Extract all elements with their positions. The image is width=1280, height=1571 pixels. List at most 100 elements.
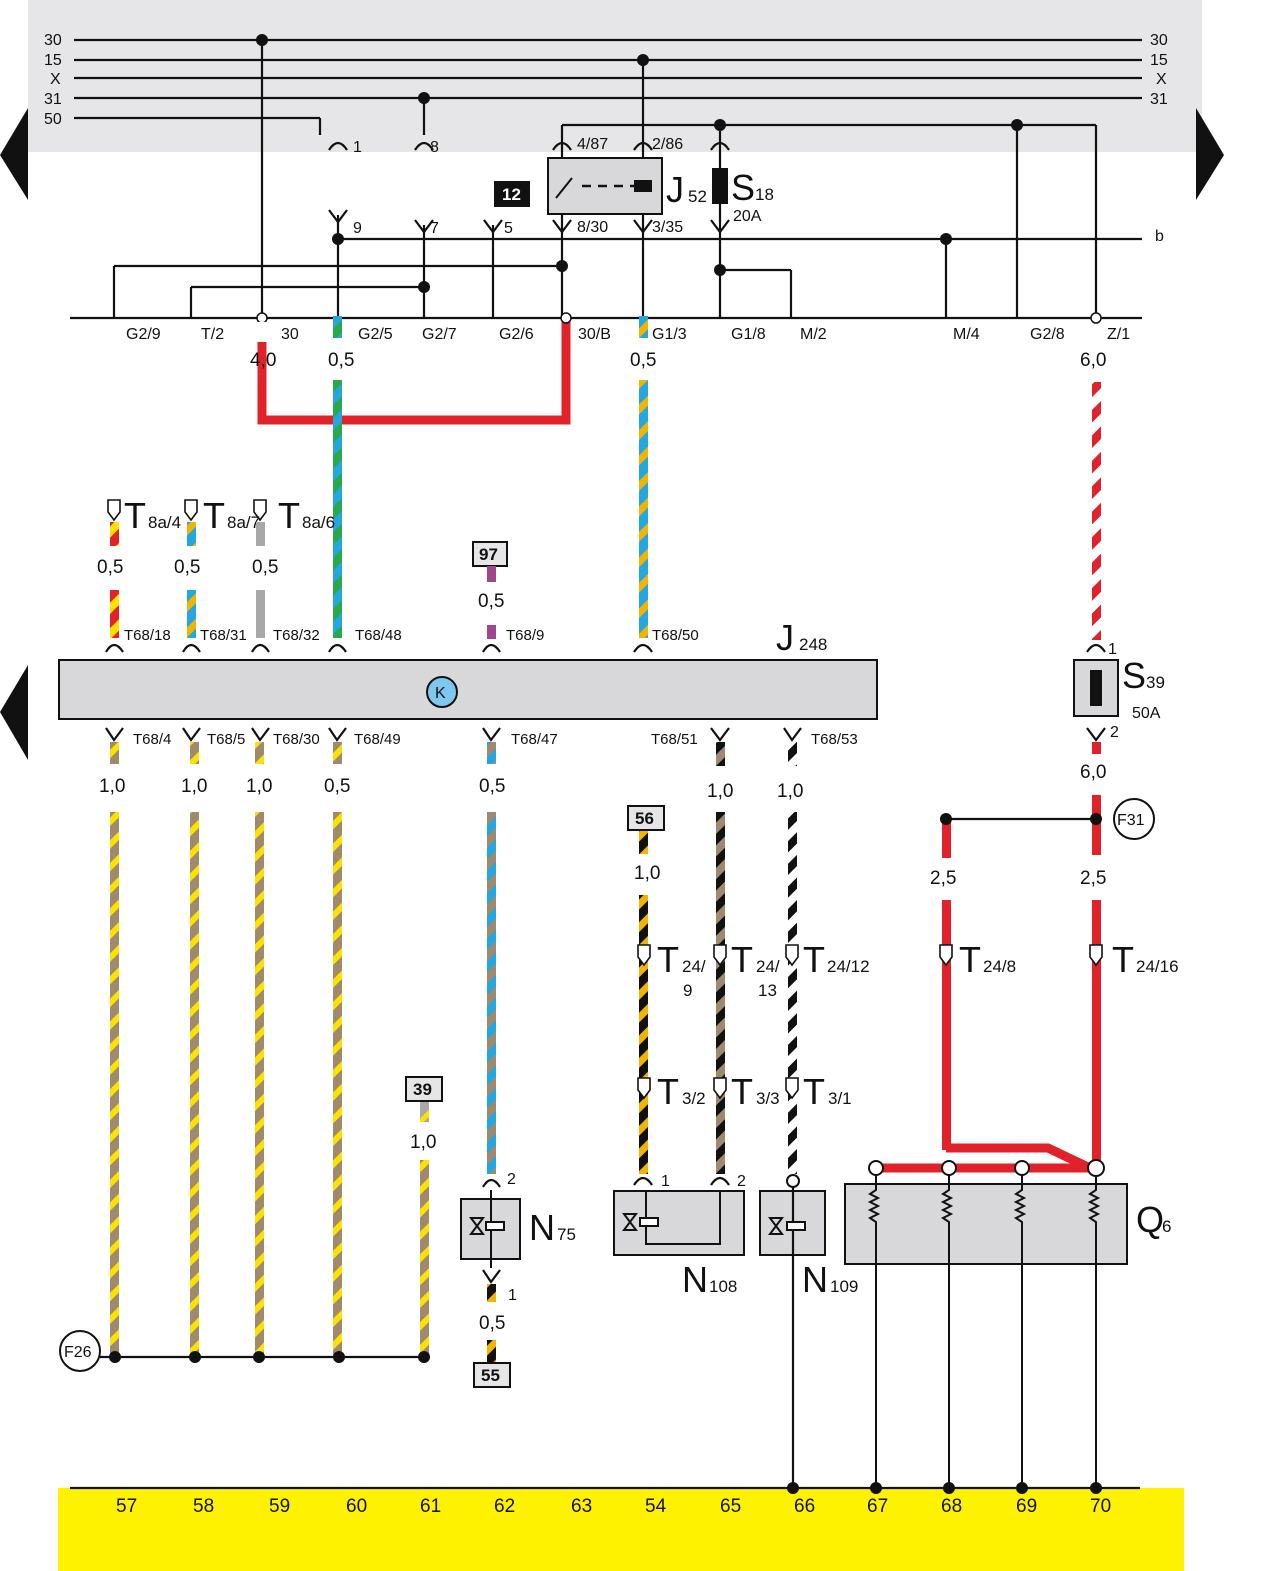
- pin-t68-9: T68/9: [506, 627, 544, 644]
- terminal-m-4: M/4: [953, 326, 980, 343]
- pin-t68-32: T68/32: [273, 627, 320, 644]
- t24-9-sub2: 9: [683, 981, 692, 1000]
- t3-1-sub: 3/1: [828, 1089, 852, 1108]
- pin-label-8: 8: [430, 139, 439, 156]
- ref-box-56[interactable]: [627, 805, 665, 831]
- t8a4-sub: 8a/4: [148, 513, 181, 532]
- bus-labels-right: 30 15 X 31: [1150, 32, 1168, 108]
- n75-name: N: [529, 1207, 555, 1248]
- relay-j52-sub: 52: [688, 187, 707, 206]
- pin-t68-51: T68/51: [651, 731, 698, 748]
- pin-label-7: 7: [430, 220, 439, 237]
- f26-junctions: [109, 1351, 430, 1363]
- nav-left-arrow-middle[interactable]: [0, 665, 28, 760]
- t3-2-sub: 3/2: [682, 1089, 706, 1108]
- valve-n109[interactable]: [759, 1187, 826, 1488]
- fuse-s18[interactable]: [712, 168, 728, 204]
- terminal-g2-8: G2/8: [1030, 326, 1065, 343]
- ecu-k-circle: [426, 676, 458, 708]
- connector-t8a-7: [184, 499, 198, 522]
- terminal-g2-6: G2/6: [499, 326, 534, 343]
- s39-pin-1: 1: [1108, 641, 1117, 658]
- ecu-bottom-plugs: [105, 727, 802, 742]
- ground-57: 57: [116, 1496, 137, 1517]
- bus-label-15: 15: [44, 52, 62, 69]
- pin-t68-18: T68/18: [124, 627, 171, 644]
- size-t68-49: 0,5: [324, 776, 350, 797]
- junction-dots-upper: [256, 34, 1023, 293]
- connector-t8a-4: [107, 499, 121, 522]
- terminal-30-b: 30/B: [578, 326, 611, 343]
- ground-66: 66: [794, 1496, 815, 1517]
- bus-label-50: 50: [44, 111, 62, 128]
- t3-3-name: T: [731, 1071, 753, 1112]
- terminal-g2-5: G2/5: [358, 326, 393, 343]
- ground-strip: [58, 1488, 1184, 1571]
- relay-j52[interactable]: [547, 157, 663, 215]
- ground-54: 54: [645, 1496, 667, 1517]
- terminal-m-2: M/2: [800, 326, 827, 343]
- bus-label-right-x: X: [1156, 71, 1167, 88]
- n108-pin-1: 1: [661, 1173, 670, 1190]
- s39-sub: 39: [1146, 673, 1165, 692]
- pin-t68-47: T68/47: [511, 731, 558, 748]
- ground-70: 70: [1090, 1496, 1111, 1517]
- n109-name: N: [802, 1259, 828, 1300]
- ground-59: 59: [269, 1496, 290, 1517]
- ref-box-39[interactable]: [405, 1076, 443, 1102]
- terminal-g2-7: G2/7: [422, 326, 457, 343]
- fuse-s18-rating: 20A: [733, 208, 762, 225]
- t8a6-size: 0,5: [252, 557, 278, 578]
- s39-pin-2: 2: [1110, 724, 1119, 741]
- terminal-g1-8: G1/8: [731, 326, 766, 343]
- ground-63: 63: [571, 1496, 592, 1517]
- t8a6-name: T: [278, 495, 300, 536]
- n108-name: N: [682, 1259, 708, 1300]
- red-size-2: 2,5: [1080, 868, 1106, 889]
- t8a4-name: T: [124, 495, 146, 536]
- terminal-z-1: Z/1: [1107, 326, 1130, 343]
- bus-label-31: 31: [44, 91, 62, 108]
- t3-3-sub: 3/3: [756, 1089, 780, 1108]
- ecu-bottom-pin-labels: T68/4 T68/5 T68/30 T68/49 T68/47 T68/51 …: [133, 731, 858, 748]
- t24-13-name: T: [731, 939, 753, 980]
- valve-n75[interactable]: [460, 1190, 521, 1268]
- pin-t68-50: T68/50: [652, 627, 699, 644]
- bus-label-x: X: [50, 71, 61, 88]
- glow-plugs-q6[interactable]: [844, 1159, 1128, 1488]
- t24-connectors: [637, 944, 1103, 967]
- ground-62: 62: [494, 1496, 515, 1517]
- n75-pin-1: 1: [508, 1287, 517, 1304]
- bus-labels-left: 30 15 X 31 50: [44, 32, 62, 128]
- ref-55-size: 0,5: [479, 1313, 505, 1334]
- nav-right-arrow-top[interactable]: [1196, 108, 1224, 200]
- t24-9-name: T: [657, 939, 679, 980]
- relay-pin-3-35: 3/35: [652, 219, 683, 236]
- wire-red-30: [257, 318, 571, 425]
- terminal-30: 30: [281, 326, 299, 343]
- ecu-top-plugs: [105, 643, 1106, 653]
- n108-pin-2: 2: [737, 1173, 746, 1190]
- splice-f31: [1113, 798, 1155, 840]
- q6-sub: 6: [1162, 1217, 1171, 1236]
- f31-label: F31: [1117, 812, 1145, 829]
- s39-name: S: [1122, 655, 1146, 696]
- panel-terminals: G2/9 T/2 30 G2/5 G2/7 G2/6 30/B G1/3 G1/…: [126, 326, 1130, 343]
- t24-13-sub2: 13: [758, 981, 777, 1000]
- nav-left-arrow-top[interactable]: [0, 108, 28, 200]
- ref-box-55[interactable]: [473, 1362, 511, 1388]
- ecu-sub: 248: [799, 635, 827, 654]
- wire-red-white: [1092, 382, 1101, 640]
- valve-n108[interactable]: [613, 1190, 745, 1256]
- terminal-g1-3: G1/3: [652, 326, 687, 343]
- t24-13-sub: 24/: [756, 957, 780, 976]
- size-t68-4: 1,0: [99, 776, 125, 797]
- ref-39-size: 1,0: [410, 1132, 436, 1153]
- pin-label-1: 1: [353, 139, 362, 156]
- size-z1: 6,0: [1080, 350, 1106, 371]
- ecu-top-pin-labels: T68/18 T68/31 T68/32 T68/48 T68/9 T68/50: [124, 627, 699, 644]
- bus-lines: [74, 38, 1142, 135]
- relay-j52-name: J: [666, 169, 684, 210]
- ecu-j248[interactable]: [58, 659, 878, 720]
